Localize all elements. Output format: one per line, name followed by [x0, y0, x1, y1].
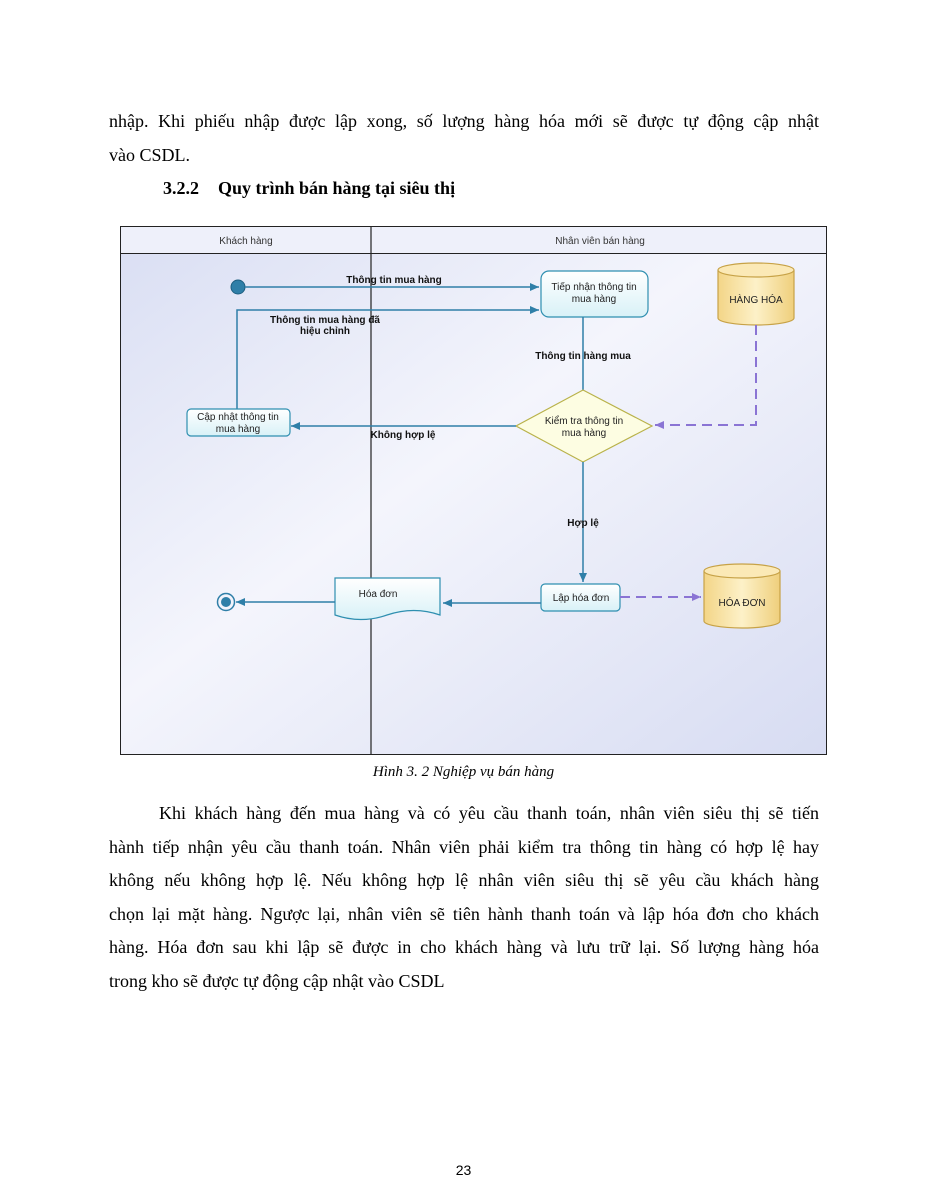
lane-staff-label: Nhân viên bán hàng: [555, 236, 645, 247]
decision-label-1: Kiểm tra thông tin: [545, 415, 623, 427]
datastore-goods: [717, 262, 795, 326]
document-invoice-label: Hóa đơn: [359, 589, 398, 600]
action-receive-info: [540, 270, 649, 318]
datastore-invoices: [703, 563, 781, 629]
diagram-frame: [120, 226, 827, 755]
action-update-info: [186, 408, 291, 437]
lane-header-bar: [120, 226, 827, 254]
initial-node: [230, 279, 246, 295]
figure-caption: Hình 3. 2 Nghiệp vụ bán hàng: [372, 764, 555, 780]
body-line: hàng. Hóa đơn sau khi lập sẽ được in cho…: [109, 937, 819, 957]
action-receive-label-2: mua hàng: [572, 294, 616, 305]
document-invoice: [334, 577, 441, 621]
datastore-invoices-label: HÓA ĐƠN: [719, 596, 766, 609]
flow-label-valid: Hợp lệ: [567, 518, 599, 529]
flow-label-purchase-info: Thông tin mua hàng: [346, 275, 442, 286]
datastore-goods-label: HÀNG HÓA: [729, 293, 783, 306]
flow-corrected-info: [236, 306, 539, 409]
dataflow-goods-to-check: [655, 325, 757, 429]
body-line: hành tiếp nhận yêu cầu thanh toán. Nhân …: [109, 836, 819, 857]
intro-paragraph: nhập. Khi phiếu nhập được lập xong, số l…: [109, 105, 819, 172]
flow-label-invalid: Không hợp lệ: [371, 430, 436, 441]
activity-diagram: Khách hàng Nhân viên bán hàng Thông tin …: [120, 226, 827, 755]
intro-line: nhập. Khi phiếu nhập được lập xong, số l…: [109, 111, 819, 131]
flow-label-corrected-info-1: Thông tin mua hàng đã: [270, 315, 380, 326]
action-update-label-1: Cập nhật thông tin: [197, 412, 279, 423]
flow-label-goods-info: Thông tin hàng mua: [535, 351, 631, 362]
body-line: không nếu không hợp lệ. Nếu không hợp lệ…: [109, 870, 819, 890]
body-line: chọn lại mặt hàng. Ngược lại, nhân viên …: [109, 903, 819, 924]
section-heading: 3.2.2 Quy trình bán hàng tại siêu thị: [163, 178, 455, 199]
section-title: Quy trình bán hàng tại siêu thị: [218, 178, 456, 198]
action-receive-label-1: Tiếp nhận thông tin: [551, 281, 636, 293]
body-line: trong kho sẽ được tự động cập nhật vào C…: [109, 970, 445, 991]
section-number: 3.2.2: [163, 178, 199, 198]
body-paragraph: Khi khách hàng đến mua hàng và có yêu cầ…: [109, 797, 819, 998]
decision-label-2: mua hàng: [562, 428, 606, 439]
intro-line: vào CSDL.: [109, 144, 190, 165]
page-number: 23: [455, 1162, 472, 1178]
action-update-label-2: mua hàng: [216, 424, 260, 435]
action-create-invoice-label: Lập hóa đơn: [553, 593, 610, 604]
flow-label-corrected-info-2: hiệu chỉnh: [300, 326, 350, 337]
lane-customer-label: Khách hàng: [219, 236, 272, 247]
body-line: Khi khách hàng đến mua hàng và có yêu cầ…: [159, 803, 819, 823]
final-node: [216, 592, 236, 612]
